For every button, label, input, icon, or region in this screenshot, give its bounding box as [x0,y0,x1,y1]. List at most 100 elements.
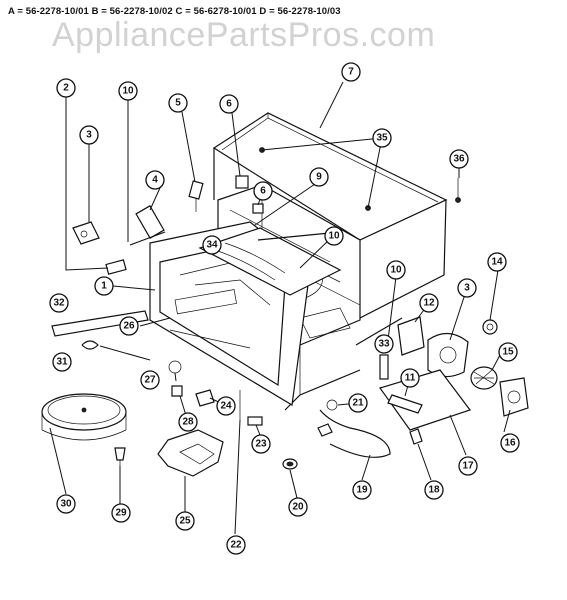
callout-36[interactable]: 34 [202,235,222,255]
part-3-bracket [72,221,100,245]
svg-text:33: 33 [378,339,390,350]
part-20-grommet [282,458,298,470]
part-17-base-tray [379,369,471,431]
svg-text:25: 25 [179,516,191,527]
callout-2[interactable]: 2 [56,78,76,98]
svg-text:2: 2 [63,83,69,94]
callout-15[interactable]: 15 [498,342,518,362]
callout-33[interactable]: 35 [372,128,392,148]
callout-1[interactable]: 1 [94,276,114,296]
part-11-diode [387,394,423,414]
callout-12[interactable]: 12 [419,293,439,313]
svg-text:1: 1 [101,281,107,292]
svg-text:27: 27 [144,375,156,386]
callout-34[interactable]: 36 [449,149,469,169]
svg-text:19: 19 [356,485,368,496]
part-27-coupler [168,360,182,374]
part-23-latch [247,416,263,426]
callout-14[interactable]: 14 [487,252,507,272]
callout-10-top[interactable]: 10 [118,81,138,101]
part-29-roller [114,447,126,466]
model-code-legend: A = 56-2278-10/01 B = 56-2278-10/02 C = … [8,6,341,17]
part-5-fuse [188,180,204,212]
svg-text:22: 22 [230,540,242,551]
callout-17[interactable]: 17 [458,456,478,476]
callout-26[interactable]: 26 [119,316,139,336]
callout-10-mid[interactable]: 10 [324,226,344,246]
part-16-motor-plate [499,377,529,417]
part-6-switch-lower [252,203,264,214]
part-32-trim [51,310,149,337]
svg-text:10: 10 [122,86,134,97]
part-34-screw [455,178,461,203]
svg-text:11: 11 [405,373,416,384]
callout-23[interactable]: 23 [251,434,271,454]
part-28-motor [171,385,183,397]
callout-5[interactable]: 5 [168,93,188,113]
svg-text:16: 16 [504,438,516,449]
part-3-fan-housing [427,332,469,378]
callout-27[interactable]: 27 [140,370,160,390]
callout-18[interactable]: 18 [424,480,444,500]
callout-29[interactable]: 29 [111,503,131,523]
callout-32[interactable]: 32 [49,293,69,313]
svg-text:32: 32 [53,298,65,309]
svg-text:30: 30 [60,499,72,510]
callout-4[interactable]: 4 [145,170,165,190]
svg-text:24: 24 [220,401,232,412]
callout-3-left[interactable]: 3 [79,125,99,145]
svg-text:10: 10 [390,265,402,276]
callout-19[interactable]: 19 [352,480,372,500]
svg-text:31: 31 [56,357,68,368]
svg-text:14: 14 [491,257,503,268]
part-18-fuse-holder [409,428,423,445]
callout-24[interactable]: 24 [216,396,236,416]
svg-text:26: 26 [123,321,135,332]
callout-7[interactable]: 7 [341,62,361,82]
callout-22[interactable]: 22 [226,535,246,555]
callout-28[interactable]: 28 [178,412,198,432]
callout-3-right[interactable]: 3 [457,278,477,298]
callout-10-right[interactable]: 10 [386,260,406,280]
svg-text:10: 10 [328,231,340,242]
part-12-bracket [397,316,425,356]
svg-text:21: 21 [352,398,364,409]
watermark: AppliancePartsPros.com [52,16,436,54]
svg-text:5: 5 [175,98,181,109]
part-2-clip [105,259,127,275]
svg-text:23: 23 [255,439,267,450]
svg-text:28: 28 [182,417,194,428]
callout-6-mid[interactable]: 6 [253,181,273,201]
svg-text:12: 12 [423,298,435,309]
svg-text:9: 9 [316,172,322,183]
part-21-terminal [326,399,338,411]
part-35-thermostat [379,354,389,380]
part-25-stirrer [157,429,224,477]
svg-text:15: 15 [502,347,514,358]
callout-25[interactable]: 25 [175,511,195,531]
part-14-nut [482,319,498,335]
callout-30[interactable]: 30 [56,494,76,514]
svg-text:20: 20 [292,502,304,513]
part-10-rod [129,231,166,246]
svg-text:3: 3 [464,283,470,294]
svg-text:29: 29 [115,508,127,519]
callout-11[interactable]: 11 [400,368,420,388]
svg-text:34: 34 [206,240,218,251]
svg-text:18: 18 [428,485,440,496]
svg-text:6: 6 [260,186,266,197]
part-10-right-rod [355,317,403,346]
svg-text:7: 7 [348,67,354,78]
callout-20[interactable]: 20 [288,497,308,517]
part-24-mount [195,389,215,407]
callout-35[interactable]: 33 [374,334,394,354]
part-6-switch [235,175,249,189]
callout-9[interactable]: 9 [309,167,329,187]
callout-6-top[interactable]: 6 [219,94,239,114]
callout-16[interactable]: 16 [500,433,520,453]
callout-31[interactable]: 31 [52,352,72,372]
svg-text:3: 3 [86,130,92,141]
svg-text:17: 17 [462,461,474,472]
part-15-fan-blade [470,366,498,390]
callout-21[interactable]: 21 [348,393,368,413]
